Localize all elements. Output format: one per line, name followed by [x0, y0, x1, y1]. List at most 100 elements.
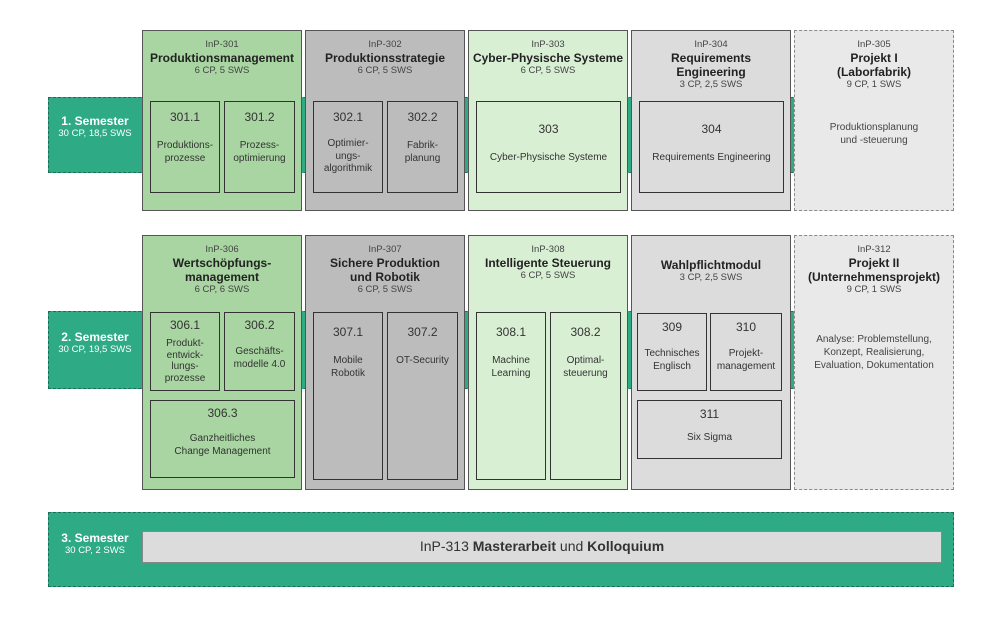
module-code: InP-312	[857, 244, 891, 255]
submodule-number: 306.1	[169, 318, 201, 332]
module-inp-307: InP-307 Sichere Produktion und Robotik 6…	[305, 235, 465, 490]
submodule-number: 308.2	[570, 325, 601, 339]
submodule-name: Cyber-Physische Systeme	[489, 152, 608, 163]
submodule-308-2: 308.2 Optimal- steuerung	[550, 312, 621, 480]
submodule-name: Optimier- ungs- algorithmik	[323, 138, 373, 174]
module-code: InP-305	[857, 39, 891, 50]
semester-2-title: 2. Semester	[61, 330, 129, 344]
submodule-name: Produktions- prozesse	[156, 140, 214, 164]
submodule-name: Optimal- steuerung	[563, 355, 608, 379]
module-title: Cyber-Physische Systeme	[472, 51, 624, 65]
semester-1-title: 1. Semester	[61, 114, 129, 128]
submodule-309: 309 Technisches Englisch	[637, 313, 707, 391]
module-credits: 6 CP, 5 SWS	[194, 65, 250, 76]
semester-3-credits: 30 CP, 2 SWS	[64, 545, 126, 556]
submodule-number: 302.1	[332, 110, 364, 124]
semester-3-label: 3. Semester 30 CP, 2 SWS	[48, 531, 142, 557]
submodule-306-2: 306.2 Geschäfts- modelle 4.0	[224, 312, 295, 391]
module-credits: 9 CP, 1 SWS	[846, 79, 902, 90]
submodule-number: 306.2	[244, 318, 275, 332]
submodule-name: Machine Learning	[491, 355, 531, 379]
submodule-302-1: 302.1 Optimier- ungs- algorithmik	[313, 101, 383, 193]
module-code: InP-302	[368, 39, 402, 50]
submodule-307-2: 307.2 OT-Security	[387, 312, 458, 480]
submodule-306-3: 306.3 Ganzheitliches Change Management	[150, 400, 295, 478]
module-inp-308: InP-308 Intelligente Steuerung 6 CP, 5 S…	[468, 235, 628, 490]
submodule-number: 303	[538, 122, 559, 136]
semester-1-label: 1. Semester 30 CP, 18,5 SWS	[48, 114, 142, 140]
thesis-code: InP-313	[419, 538, 469, 554]
submodule-number: 302.2	[407, 110, 438, 124]
module-code: InP-306	[205, 244, 239, 255]
submodule-number: 309	[661, 320, 683, 334]
submodule-number: 304	[701, 122, 722, 136]
submodule-name: Ganzheitliches Change Management	[174, 433, 271, 457]
module-inp-301: InP-301 Produktionsmanagement 6 CP, 5 SW…	[142, 30, 302, 211]
module-credits: 6 CP, 5 SWS	[357, 65, 413, 76]
module-credits: 6 CP, 5 SWS	[520, 65, 576, 76]
module-inp-306: InP-306 Wertschöpfungs- management 6 CP,…	[142, 235, 302, 490]
module-title: Wertschöpfungs- management	[172, 256, 272, 284]
module-title: Intelligente Steuerung	[484, 256, 611, 270]
submodule-306-1: 306.1 Produkt- entwick- lungs- prozesse	[150, 312, 220, 391]
submodule-name: OT-Security	[396, 355, 449, 366]
semester-2-label: 2. Semester 30 CP, 19,5 SWS	[48, 330, 142, 356]
semester-2-credits: 30 CP, 19,5 SWS	[58, 344, 132, 355]
module-credits: 6 CP, 5 SWS	[520, 270, 576, 281]
submodule-311: 311 Six Sigma	[637, 400, 782, 459]
module-code: InP-308	[531, 244, 565, 255]
submodule-301-1: 301.1 Produktions- prozesse	[150, 101, 220, 193]
module-code: InP-307	[368, 244, 402, 255]
submodule-304: 304 Requirements Engineering	[639, 101, 784, 193]
module-code: InP-303	[531, 39, 565, 50]
submodule-303: 303 Cyber-Physische Systeme	[476, 101, 621, 193]
module-description: Analyse: Problemstellung, Konzept, Reali…	[814, 334, 934, 371]
submodule-name: Technisches Englisch	[644, 348, 700, 372]
submodule-name: Produkt- entwick- lungs- prozesse	[164, 338, 206, 384]
semester-1-credits: 30 CP, 18,5 SWS	[58, 128, 132, 139]
submodule-number: 306.3	[207, 406, 238, 420]
submodule-number: 308.1	[495, 325, 527, 339]
module-credits: 6 CP, 5 SWS	[357, 284, 413, 295]
submodule-number: 301.1	[169, 110, 201, 124]
submodule-name: Six Sigma	[686, 432, 732, 443]
module-title: Produktionsmanagement	[149, 51, 295, 65]
masterarbeit-bar: InP-313 Masterarbeit und Kolloquium	[142, 531, 942, 563]
module-code: InP-301	[205, 39, 239, 50]
submodule-number: 310	[735, 320, 757, 334]
module-inp-304: InP-304 Requirements Engineering 3 CP, 2…	[631, 30, 791, 211]
module-code: InP-304	[694, 39, 728, 50]
module-inp-312: InP-312 Projekt II (Unternehmensprojekt)…	[794, 235, 954, 490]
module-inp-305: InP-305 Projekt I (Laborfabrik) 9 CP, 1 …	[794, 30, 954, 211]
semester-3-title: 3. Semester	[61, 531, 129, 545]
module-credits: 3 CP, 2,5 SWS	[679, 272, 743, 283]
module-wahlpflicht: Wahlpflichtmodul 3 CP, 2,5 SWS 309 Techn…	[631, 235, 791, 490]
submodule-307-1: 307.1 Mobile Robotik	[313, 312, 383, 480]
module-inp-302: InP-302 Produktionsstrategie 6 CP, 5 SWS…	[305, 30, 465, 211]
submodule-name: Prozess- optimierung	[233, 140, 286, 164]
module-credits: 6 CP, 6 SWS	[194, 284, 250, 295]
submodule-name: Projekt- management	[716, 348, 776, 372]
module-credits: 9 CP, 1 SWS	[846, 284, 902, 295]
submodule-308-1: 308.1 Machine Learning	[476, 312, 546, 480]
submodule-name: Mobile Robotik	[331, 355, 365, 379]
submodule-number: 307.2	[407, 325, 438, 339]
module-title: Sichere Produktion und Robotik	[329, 256, 441, 284]
submodule-name: Requirements Engineering	[652, 152, 771, 163]
submodule-name: Fabrik- planung	[404, 140, 441, 164]
submodule-number: 307.1	[332, 325, 364, 339]
submodule-301-2: 301.2 Prozess- optimierung	[224, 101, 295, 193]
module-credits: 3 CP, 2,5 SWS	[679, 79, 743, 90]
module-title: Produktionsstrategie	[324, 51, 446, 65]
module-title: Projekt II (Unternehmensprojekt)	[807, 256, 941, 284]
submodule-310: 310 Projekt- management	[710, 313, 782, 391]
module-title: Requirements Engineering	[670, 51, 752, 79]
submodule-name: Geschäfts- modelle 4.0	[233, 346, 286, 370]
thesis-colloquium: Kolloquium	[587, 538, 665, 554]
thesis-title: Masterarbeit	[472, 538, 557, 554]
module-description: Produktionsplanung und -steuerung	[829, 122, 919, 146]
submodule-number: 301.2	[244, 110, 275, 124]
module-inp-303: InP-303 Cyber-Physische Systeme 6 CP, 5 …	[468, 30, 628, 211]
module-title: Wahlpflichtmodul	[660, 258, 762, 272]
thesis-connector: und	[559, 538, 584, 554]
